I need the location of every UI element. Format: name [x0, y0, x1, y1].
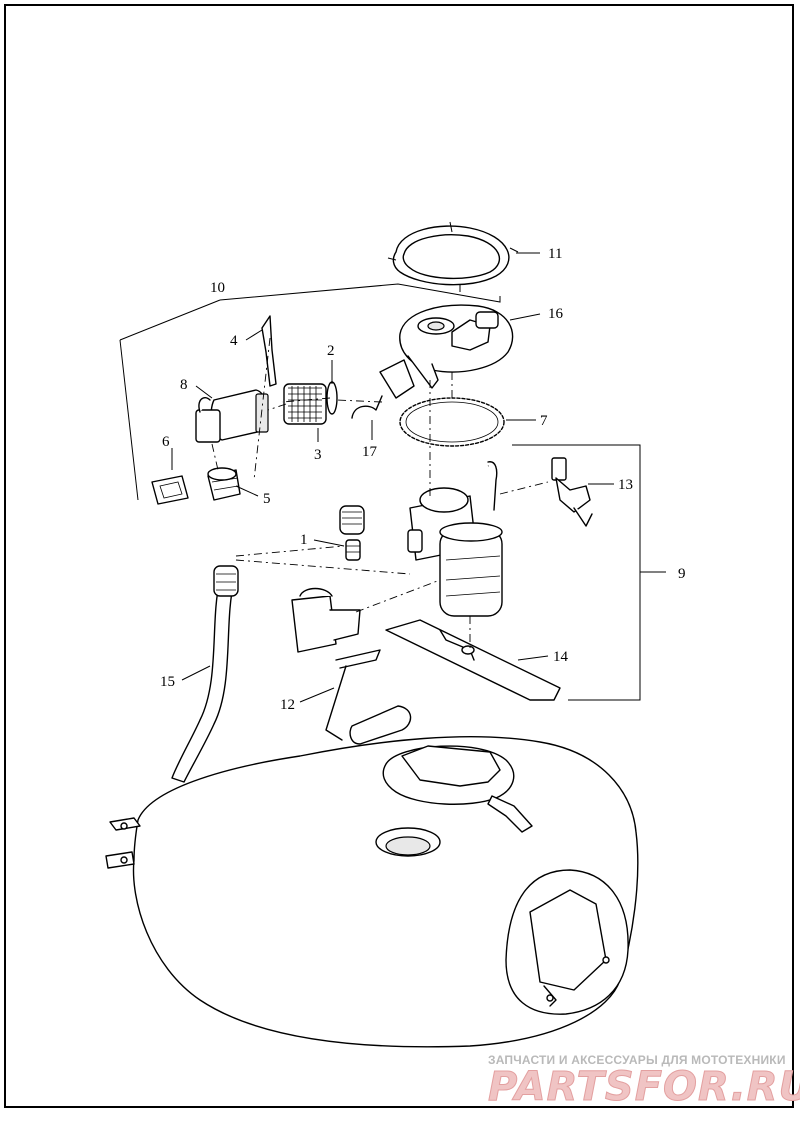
callout-2: 2 — [327, 343, 335, 359]
wire-clip-part — [261, 315, 277, 387]
callout-leaders — [171, 252, 666, 703]
callout-17: 17 — [362, 444, 378, 460]
retaining-clip-part — [151, 475, 189, 505]
callout-6: 6 — [162, 434, 170, 450]
wiring-harness-part — [551, 457, 593, 527]
callout-9: 9 — [678, 566, 686, 582]
connector-fitting-part — [345, 539, 361, 561]
gasket-seal-part — [399, 397, 505, 447]
fuel-pump-assembly-part — [339, 461, 503, 617]
callout-1: 1 — [300, 532, 308, 548]
fuel-filter-part — [283, 383, 327, 425]
callout-3: 3 — [314, 447, 322, 463]
callout-5: 5 — [263, 491, 271, 507]
top-plate-part — [379, 304, 514, 399]
watermark-caption: ЗАПЧАСТИ И АКСЕССУАРЫ ДЛЯ МОТОТЕХНИКИ — [488, 1053, 786, 1067]
level-sender-part — [291, 587, 412, 745]
callout-4: 4 — [230, 333, 238, 349]
callout-7: 7 — [540, 413, 548, 429]
fitting-part — [207, 467, 241, 501]
callout-10: 10 — [210, 280, 225, 296]
pump-base-part — [385, 619, 561, 701]
callout-12: 12 — [280, 697, 295, 713]
callout-16: 16 — [548, 306, 564, 322]
lock-ring-part — [387, 221, 519, 292]
vent-hose-part — [171, 565, 239, 783]
diagram-frame — [4, 4, 794, 1108]
group-10-bracket — [119, 283, 501, 501]
callout-15: 15 — [160, 674, 175, 690]
assembly-center-lines — [211, 337, 549, 650]
regulator-housing-part — [195, 389, 269, 443]
callout-8: 8 — [180, 377, 188, 393]
callout-11: 11 — [548, 246, 562, 262]
watermark-logo: PARTSFOR.RU — [488, 1064, 800, 1110]
clamp-wire-part — [351, 395, 383, 419]
callout-13: 13 — [618, 477, 633, 493]
fuel-tank-body — [105, 736, 639, 1048]
callout-14: 14 — [553, 649, 569, 665]
